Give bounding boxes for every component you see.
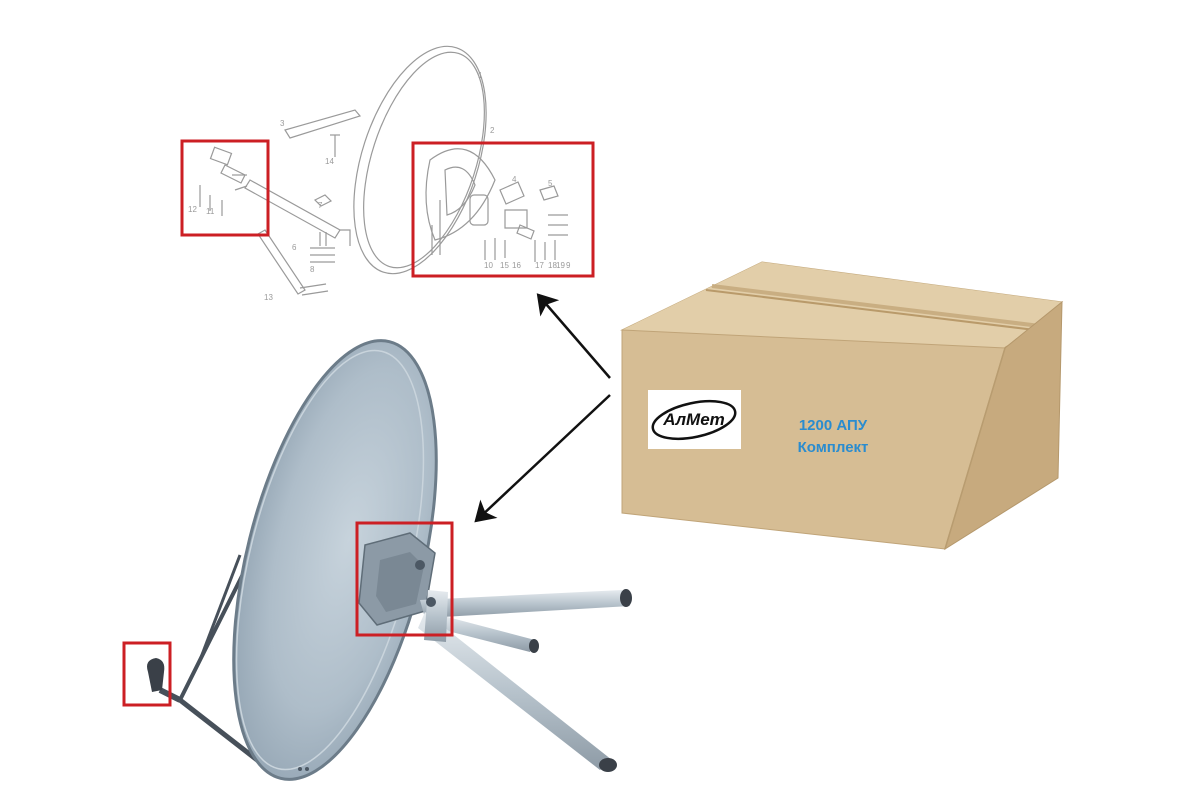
callout-number: 15 xyxy=(500,261,509,270)
callout-number: 9 xyxy=(566,261,571,270)
diagram-dish-rim xyxy=(353,45,487,275)
leg-cap xyxy=(620,589,632,607)
box-edge xyxy=(944,347,1006,550)
diagram-feed-holder-parts xyxy=(199,146,248,216)
bolt xyxy=(415,560,425,570)
highlight-frame-mount-diagram xyxy=(411,141,595,278)
logo-text: АлМет xyxy=(662,410,725,429)
highlight-frame-mount-photo xyxy=(355,521,454,637)
almet-logo: АлМет xyxy=(648,390,741,449)
logo-background xyxy=(648,390,741,449)
box-top-fill xyxy=(622,262,1062,348)
diagram-arm-upper xyxy=(284,109,362,139)
callout-number: 13 xyxy=(264,293,273,302)
callout-number: 11 xyxy=(206,207,215,216)
dish-mount-bracket xyxy=(376,552,424,612)
box-tape xyxy=(711,284,1041,328)
diagram-dish-inner-rim xyxy=(363,51,485,269)
bolt xyxy=(298,767,302,771)
callout-number: 16 xyxy=(512,261,521,270)
arrow-icon xyxy=(536,293,611,379)
dish-strut xyxy=(198,554,242,661)
callout-number: 3 xyxy=(280,119,285,128)
dish-leg-middle xyxy=(436,615,535,652)
callout-number: 8 xyxy=(310,265,315,274)
callout-number: 12 xyxy=(188,205,197,214)
dish-leg-right xyxy=(420,590,630,618)
exploded-assembly-diagram xyxy=(199,45,568,296)
cardboard-box xyxy=(620,261,1064,551)
diagram-callouts: 1 2 3 4 5 6 7 8 9 10 11 12 13 14 15 16 1… xyxy=(188,71,571,302)
highlight-frame-feed-holder-photo xyxy=(122,641,172,707)
diagram-mount-parts xyxy=(425,148,568,262)
callout-number: 4 xyxy=(512,175,517,184)
callout-number: 7 xyxy=(318,201,323,210)
bolt xyxy=(426,597,436,607)
leg-cap xyxy=(529,639,539,653)
callout-number: 18 xyxy=(548,261,557,270)
callout-number: 10 xyxy=(484,261,493,270)
box-label-model: 1200 АПУ xyxy=(799,417,868,434)
diagram-small-parts xyxy=(299,134,351,296)
diagram-arm-lower xyxy=(244,179,341,239)
leg-cap xyxy=(599,758,617,772)
callout-number: 14 xyxy=(325,157,334,166)
callout-number: 5 xyxy=(548,179,553,188)
dish-leg-front xyxy=(418,612,612,770)
bolt xyxy=(305,767,309,771)
highlight-frame-feed-holder-diagram xyxy=(180,139,270,237)
box-label-kit: Комплект xyxy=(798,439,869,456)
logo-swoosh xyxy=(651,399,737,441)
diagram-leg xyxy=(257,229,306,295)
feed-holder-clamp xyxy=(147,658,165,692)
callout-number: 2 xyxy=(490,126,495,135)
arrow-icon xyxy=(474,394,611,523)
callout-number: 1 xyxy=(478,71,483,80)
satellite-dish xyxy=(147,339,632,781)
callout-number: 17 xyxy=(535,261,544,270)
callout-number: 19 xyxy=(556,261,565,270)
callout-number: 6 xyxy=(292,243,297,252)
